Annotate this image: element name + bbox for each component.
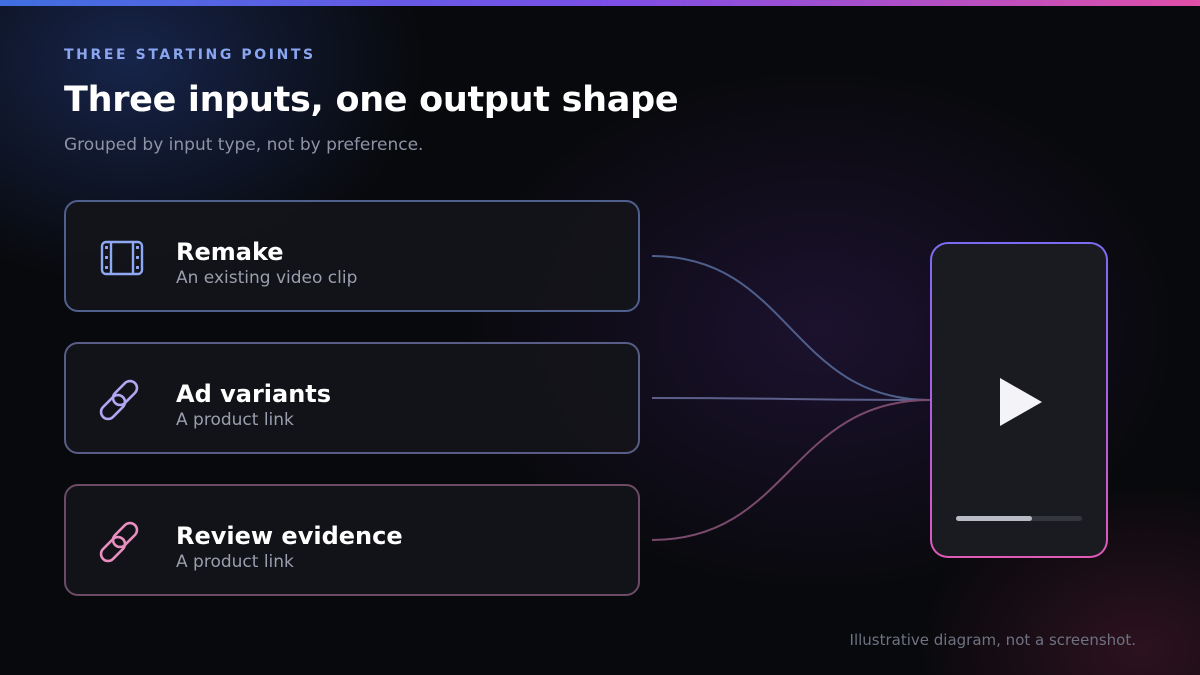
output-video-screen — [932, 244, 1106, 556]
connector-ad-variants — [651, 397, 931, 401]
link-icon — [99, 379, 139, 421]
input-card-remake: Remake An existing video clip — [64, 200, 640, 312]
card-subtitle: A product link — [176, 552, 294, 572]
video-progress-bar — [956, 516, 1082, 521]
top-accent-bar — [0, 0, 1200, 6]
card-subtitle: A product link — [176, 410, 294, 430]
connector-review-evidence — [651, 399, 931, 541]
input-card-ad-variants: Ad variants A product link — [64, 342, 640, 454]
film-icon — [100, 240, 144, 276]
link-icon — [99, 521, 139, 563]
eyebrow-label: THREE STARTING POINTS — [64, 47, 316, 63]
footnote: Illustrative diagram, not a screenshot. — [849, 631, 1136, 649]
output-phone-frame — [930, 242, 1108, 558]
card-title: Ad variants — [176, 380, 332, 408]
card-title: Remake — [176, 238, 284, 266]
video-progress-fill — [956, 516, 1032, 521]
card-title: Review evidence — [176, 522, 403, 550]
card-subtitle: An existing video clip — [176, 268, 358, 288]
connector-remake — [651, 255, 931, 401]
page-title: Three inputs, one output shape — [64, 80, 679, 120]
input-card-review-evidence: Review evidence A product link — [64, 484, 640, 596]
page-subtitle: Grouped by input type, not by preference… — [64, 135, 424, 155]
play-icon — [1000, 378, 1042, 426]
